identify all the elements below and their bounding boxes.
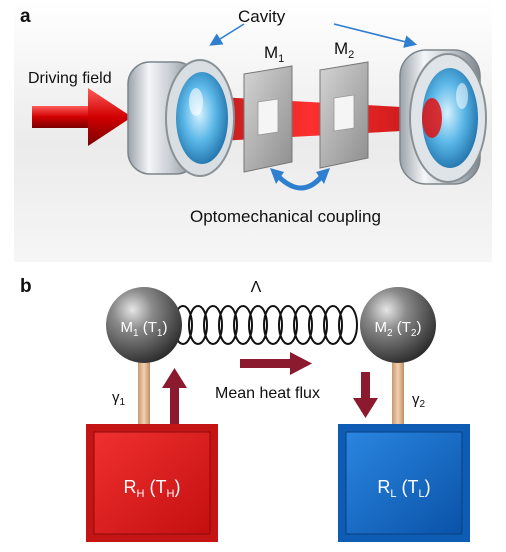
spring-label: Λ [251,279,262,296]
rod-right [392,358,404,424]
coupling-arrow [270,168,330,191]
driving-field-label: Driving field [28,70,112,87]
coupling-label: Optomechanical coupling [190,207,381,226]
panel-b: b Λ M1 (T1) M2 (T2) γ1 γ2 [20,276,470,542]
cavity-pointer-left [209,23,245,46]
panel-b-label: b [20,276,32,297]
m2-label: M2 [334,39,354,61]
hot-bath [86,424,218,542]
gamma1-label: γ1 [112,389,126,408]
panel-a: a Driving field M1 M2 [14,0,492,262]
driving-field-arrow [32,88,132,146]
heat-flux-label: Mean heat flux [215,385,320,402]
hot-bath-label: RH (TH) [124,477,181,500]
mass-m1 [106,287,182,363]
m1-label: M1 [264,43,284,65]
mass-m1-label: M1 (T1) [121,319,168,339]
cavity-pointer-right [333,23,418,48]
heat-down-arrow [353,372,378,418]
heat-up-arrow [162,368,187,426]
spring [173,305,358,345]
right-cavity-mirror [399,49,487,185]
left-cavity-mirror [127,59,235,177]
gamma2-label: γ2 [412,391,426,410]
panel-a-label: a [20,6,31,27]
membrane-m1 [243,65,293,173]
mass-m2-label: M2 (T2) [375,319,422,339]
cavity-label: Cavity [238,7,286,26]
membrane-m2 [319,61,369,169]
cold-bath-label: RL (TL) [377,477,430,500]
heat-flux-arrow-horizontal [240,352,312,375]
rod-left [138,358,150,424]
mass-m2 [360,287,436,363]
cold-bath [338,424,470,542]
